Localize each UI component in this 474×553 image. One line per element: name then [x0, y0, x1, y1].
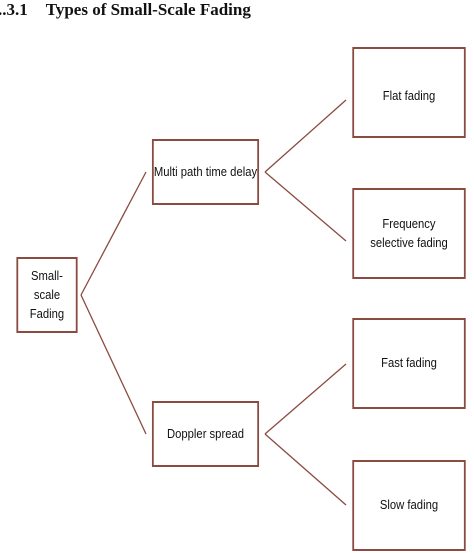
node-label: Frequency — [382, 216, 436, 231]
connector-doppler-to-fast — [264, 363, 347, 435]
node-label: selective fading — [370, 235, 448, 250]
connector-multipath-to-frequency — [264, 171, 347, 242]
connector-doppler-to-slow — [264, 433, 347, 506]
node-label: Fading — [29, 306, 65, 321]
section-number: ..3.1 — [0, 0, 28, 19]
node-label: Doppler spread — [167, 426, 244, 441]
node-fast-fading: Fast fading — [352, 318, 466, 409]
node-slow-fading: Slow fading — [352, 460, 466, 551]
node-multi-path-time-delay: Multi path time delay — [151, 139, 260, 205]
node-label: Multi path time delay — [153, 164, 258, 179]
connector-multipath-to-flat — [264, 99, 347, 173]
node-frequency-selective-fading: Frequency selective fading — [352, 188, 466, 279]
section-heading: ..3.1 Types of Small-Scale Fading — [0, 0, 251, 22]
node-label: Slow fading — [379, 498, 439, 512]
node-doppler-spread: Doppler spread — [151, 401, 260, 467]
node-label: Flat fading — [382, 89, 436, 103]
node-flat-fading: Flat fading — [352, 47, 466, 138]
node-label: Fast fading — [381, 356, 437, 370]
node-small-scale-fading: Small-scale Fading — [16, 257, 78, 333]
section-title: Types of Small-Scale Fading — [45, 0, 251, 19]
node-label: Small-scale — [31, 268, 63, 302]
connector-root-to-doppler — [80, 294, 147, 435]
connector-root-to-multipath — [80, 171, 147, 296]
